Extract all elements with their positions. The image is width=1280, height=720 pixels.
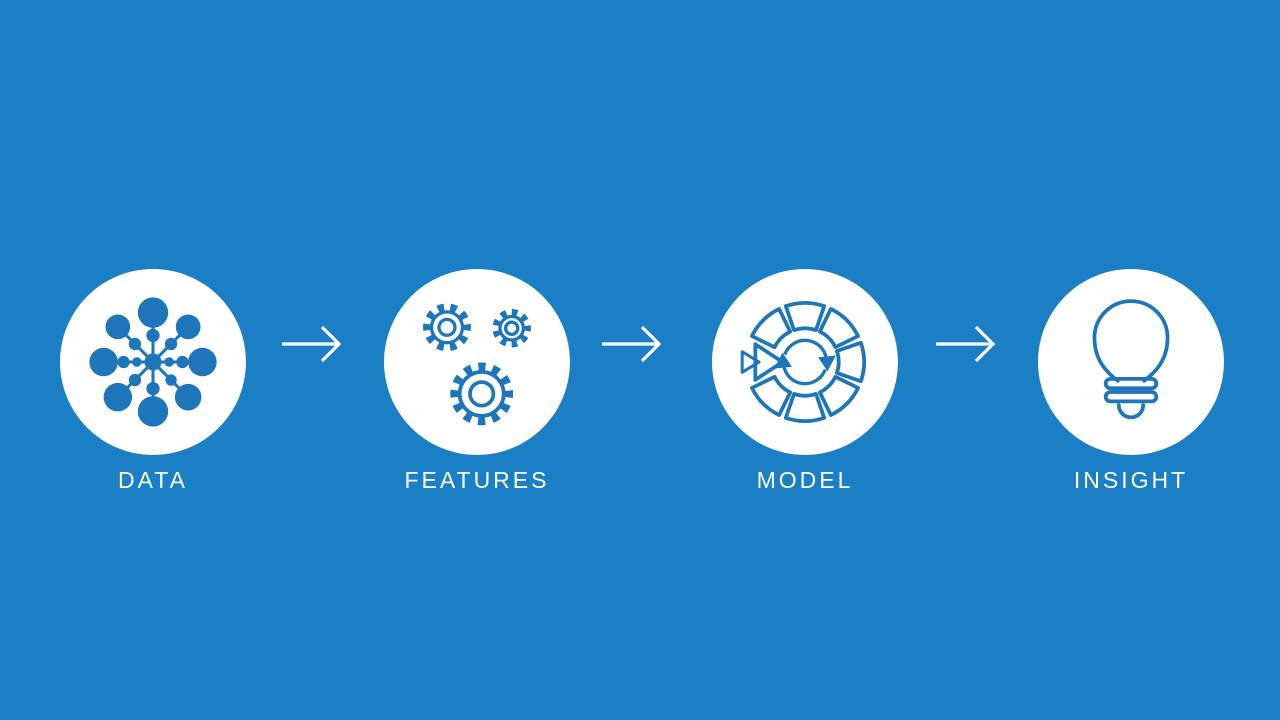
lightbulb-icon (1092, 299, 1170, 420)
step-label-insight: INSIGHT (1073, 467, 1189, 493)
step-node-insight: INSIGHT (1038, 269, 1224, 494)
bulb-band-bottom (1103, 390, 1159, 404)
step-node-model: MODEL (712, 269, 898, 494)
step-circle-data (60, 269, 246, 455)
step-circle-insight (1038, 269, 1224, 455)
step-label-model: MODEL (756, 467, 854, 493)
bulb-band-top (1103, 377, 1159, 391)
arrow-right-icon (936, 325, 996, 363)
gear-bottom (450, 362, 514, 426)
step-label-features: FEATURES (404, 467, 550, 493)
segmented-ring (750, 301, 866, 423)
gears-icon (423, 303, 531, 426)
arrow-right-icon (602, 325, 662, 363)
step-label-data: DATA (118, 467, 188, 493)
step-circle-model (712, 269, 898, 455)
step-node-data: DATA (60, 269, 246, 494)
model-cycle-icon (740, 301, 866, 423)
arrow-right-icon (282, 325, 342, 363)
network-dots (89, 297, 217, 427)
bulb-base (1116, 403, 1146, 420)
bulb-glass (1092, 299, 1170, 383)
gear-top-right (492, 309, 531, 348)
input-arrows (740, 342, 785, 382)
step-node-features: FEATURES (384, 269, 570, 494)
step-circle-features (384, 269, 570, 455)
data-network-icon (89, 297, 217, 427)
gear-top-left (423, 303, 471, 352)
